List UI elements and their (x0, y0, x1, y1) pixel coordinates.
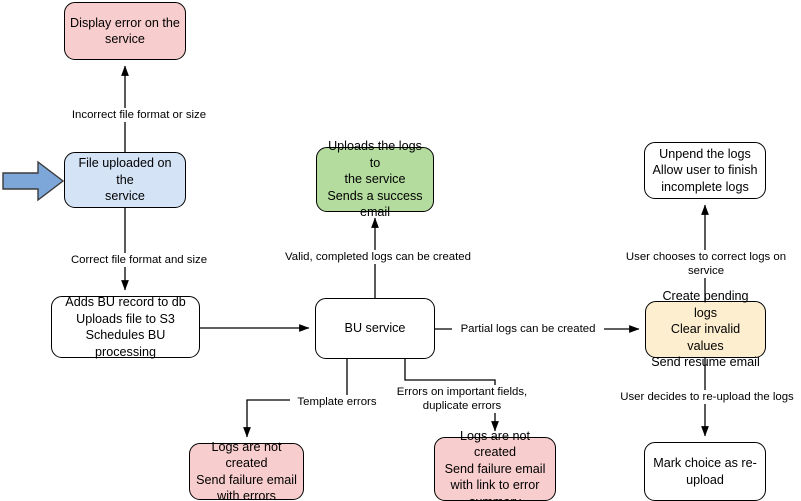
node-logs-not-created-with-errors[interactable]: Logs are not created Send failure email … (189, 440, 304, 501)
edge-label-partial-logs: Partial logs can be created (452, 322, 604, 336)
node-bu-service[interactable]: BU service (315, 298, 435, 359)
node-adds-bu-record[interactable]: Adds BU record to db Uploads file to S3 … (51, 295, 200, 359)
node-logs-not-created-error-summary[interactable]: Logs are not created Send failure email … (434, 429, 556, 501)
node-mark-choice-as-re-upload[interactable]: Mark choice as re- upload (644, 442, 766, 501)
node-create-pending-logs[interactable]: Create pending logs Clear invalid values… (645, 289, 766, 369)
node-unpend-the-logs[interactable]: Unpend the logs Allow user to finish inc… (644, 142, 766, 199)
node-display-error[interactable]: Display error on the service (64, 2, 186, 60)
edge-label-user-chooses-to-correct-logs: User chooses to correct logs on service (607, 250, 801, 278)
entry-block-arrow (2, 160, 65, 202)
edge-label-template-errors: Template errors (290, 395, 384, 409)
edge-label-correct-file-format: Correct file format and size (57, 253, 221, 267)
node-uploads-the-logs[interactable]: Uploads the logs to the service Sends a … (316, 139, 434, 219)
edge-label-user-decides-to-re-upload: User decides to re-upload the logs (615, 390, 799, 404)
edge-label-incorrect-file-format: Incorrect file format or size (57, 108, 221, 122)
edge-label-errors-on-important-fields: Errors on important fields, duplicate er… (391, 385, 533, 413)
node-file-uploaded-on-the-service[interactable]: File uploaded on the service (64, 152, 186, 208)
edge-label-valid-completed-logs: Valid, completed logs can be created (281, 250, 475, 264)
